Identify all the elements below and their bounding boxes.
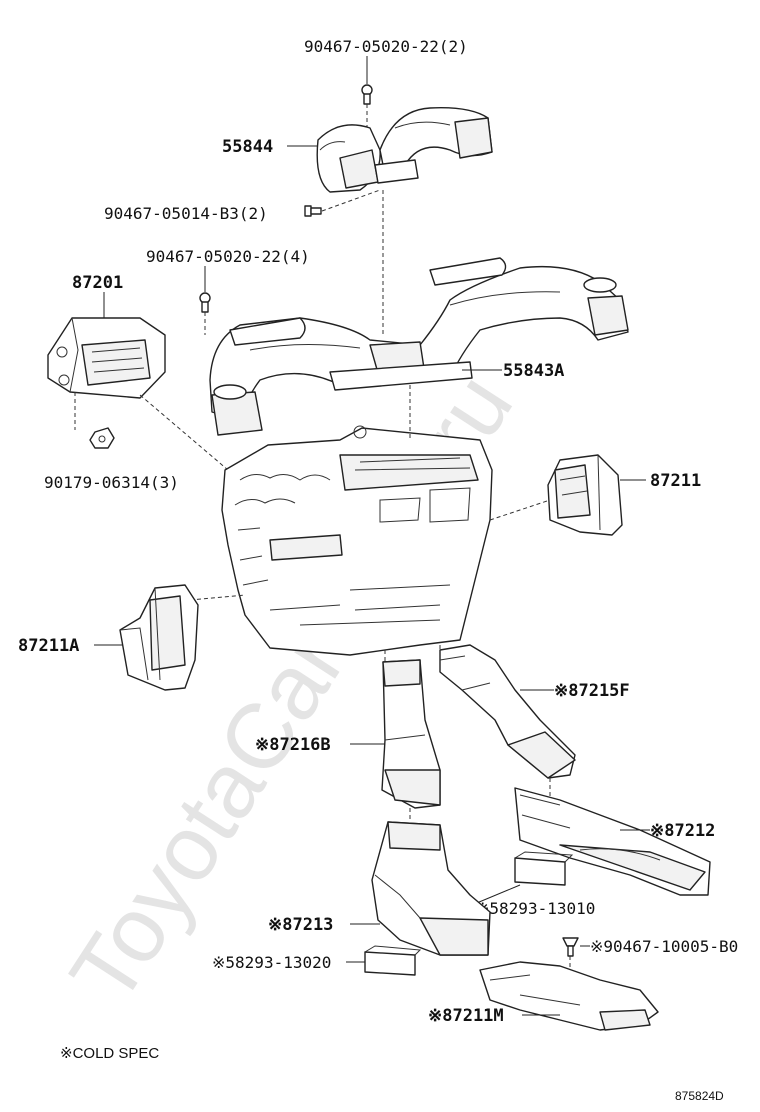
duct-87211m-part[interactable] [479, 961, 659, 1031]
label-87216b[interactable]: ※87216B [255, 735, 331, 755]
duct-87211a-part[interactable] [119, 584, 199, 691]
label-screw-4[interactable]: 90467-05020-22(4) [146, 247, 310, 266]
duct-87211-part[interactable] [547, 454, 623, 536]
label-55843a[interactable]: 55843A [503, 361, 564, 381]
duct-87215f-part[interactable] [439, 644, 576, 779]
duct-55844-part[interactable] [316, 107, 493, 193]
label-87212[interactable]: ※87212 [650, 821, 715, 841]
label-87211a[interactable]: 87211A [18, 636, 79, 656]
duct-87216b-part[interactable] [381, 659, 441, 809]
clip-icon[interactable] [562, 937, 579, 957]
screw-b3-icon[interactable] [304, 205, 322, 217]
label-58293-13010[interactable]: ※58293-13010 [476, 899, 595, 918]
vent-87201-part[interactable] [47, 317, 166, 399]
label-nut[interactable]: 90179-06314(3) [44, 473, 179, 492]
label-87211[interactable]: 87211 [650, 471, 701, 491]
footnote: ※COLD SPEC [60, 1045, 159, 1062]
duct-87213-part[interactable] [371, 821, 491, 956]
pad-58293-13020-part[interactable] [364, 945, 422, 976]
label-87215f[interactable]: ※87215F [554, 681, 630, 701]
top-screw-icon[interactable] [361, 84, 373, 105]
pad-58293-13010-part[interactable] [514, 851, 574, 886]
label-screw-b3[interactable]: 90467-05014-B3(2) [104, 204, 268, 223]
duct-87212-part[interactable] [514, 787, 711, 896]
nut-icon[interactable] [89, 427, 115, 449]
screw-4-icon[interactable] [199, 292, 211, 313]
label-58293-13020[interactable]: ※58293-13020 [212, 953, 331, 972]
label-87213[interactable]: ※87213 [268, 915, 333, 935]
label-87211m[interactable]: ※87211M [428, 1006, 504, 1026]
diagram-id: 875824D [675, 1089, 724, 1103]
duct-55843a-part[interactable] [209, 257, 629, 436]
label-top-screw[interactable]: 90467-05020-22(2) [304, 37, 468, 56]
label-clip[interactable]: ※90467-10005-B0 [590, 937, 738, 956]
hvac-unit-part[interactable] [221, 425, 493, 656]
label-55844[interactable]: 55844 [222, 137, 273, 157]
label-87201[interactable]: 87201 [72, 273, 123, 293]
